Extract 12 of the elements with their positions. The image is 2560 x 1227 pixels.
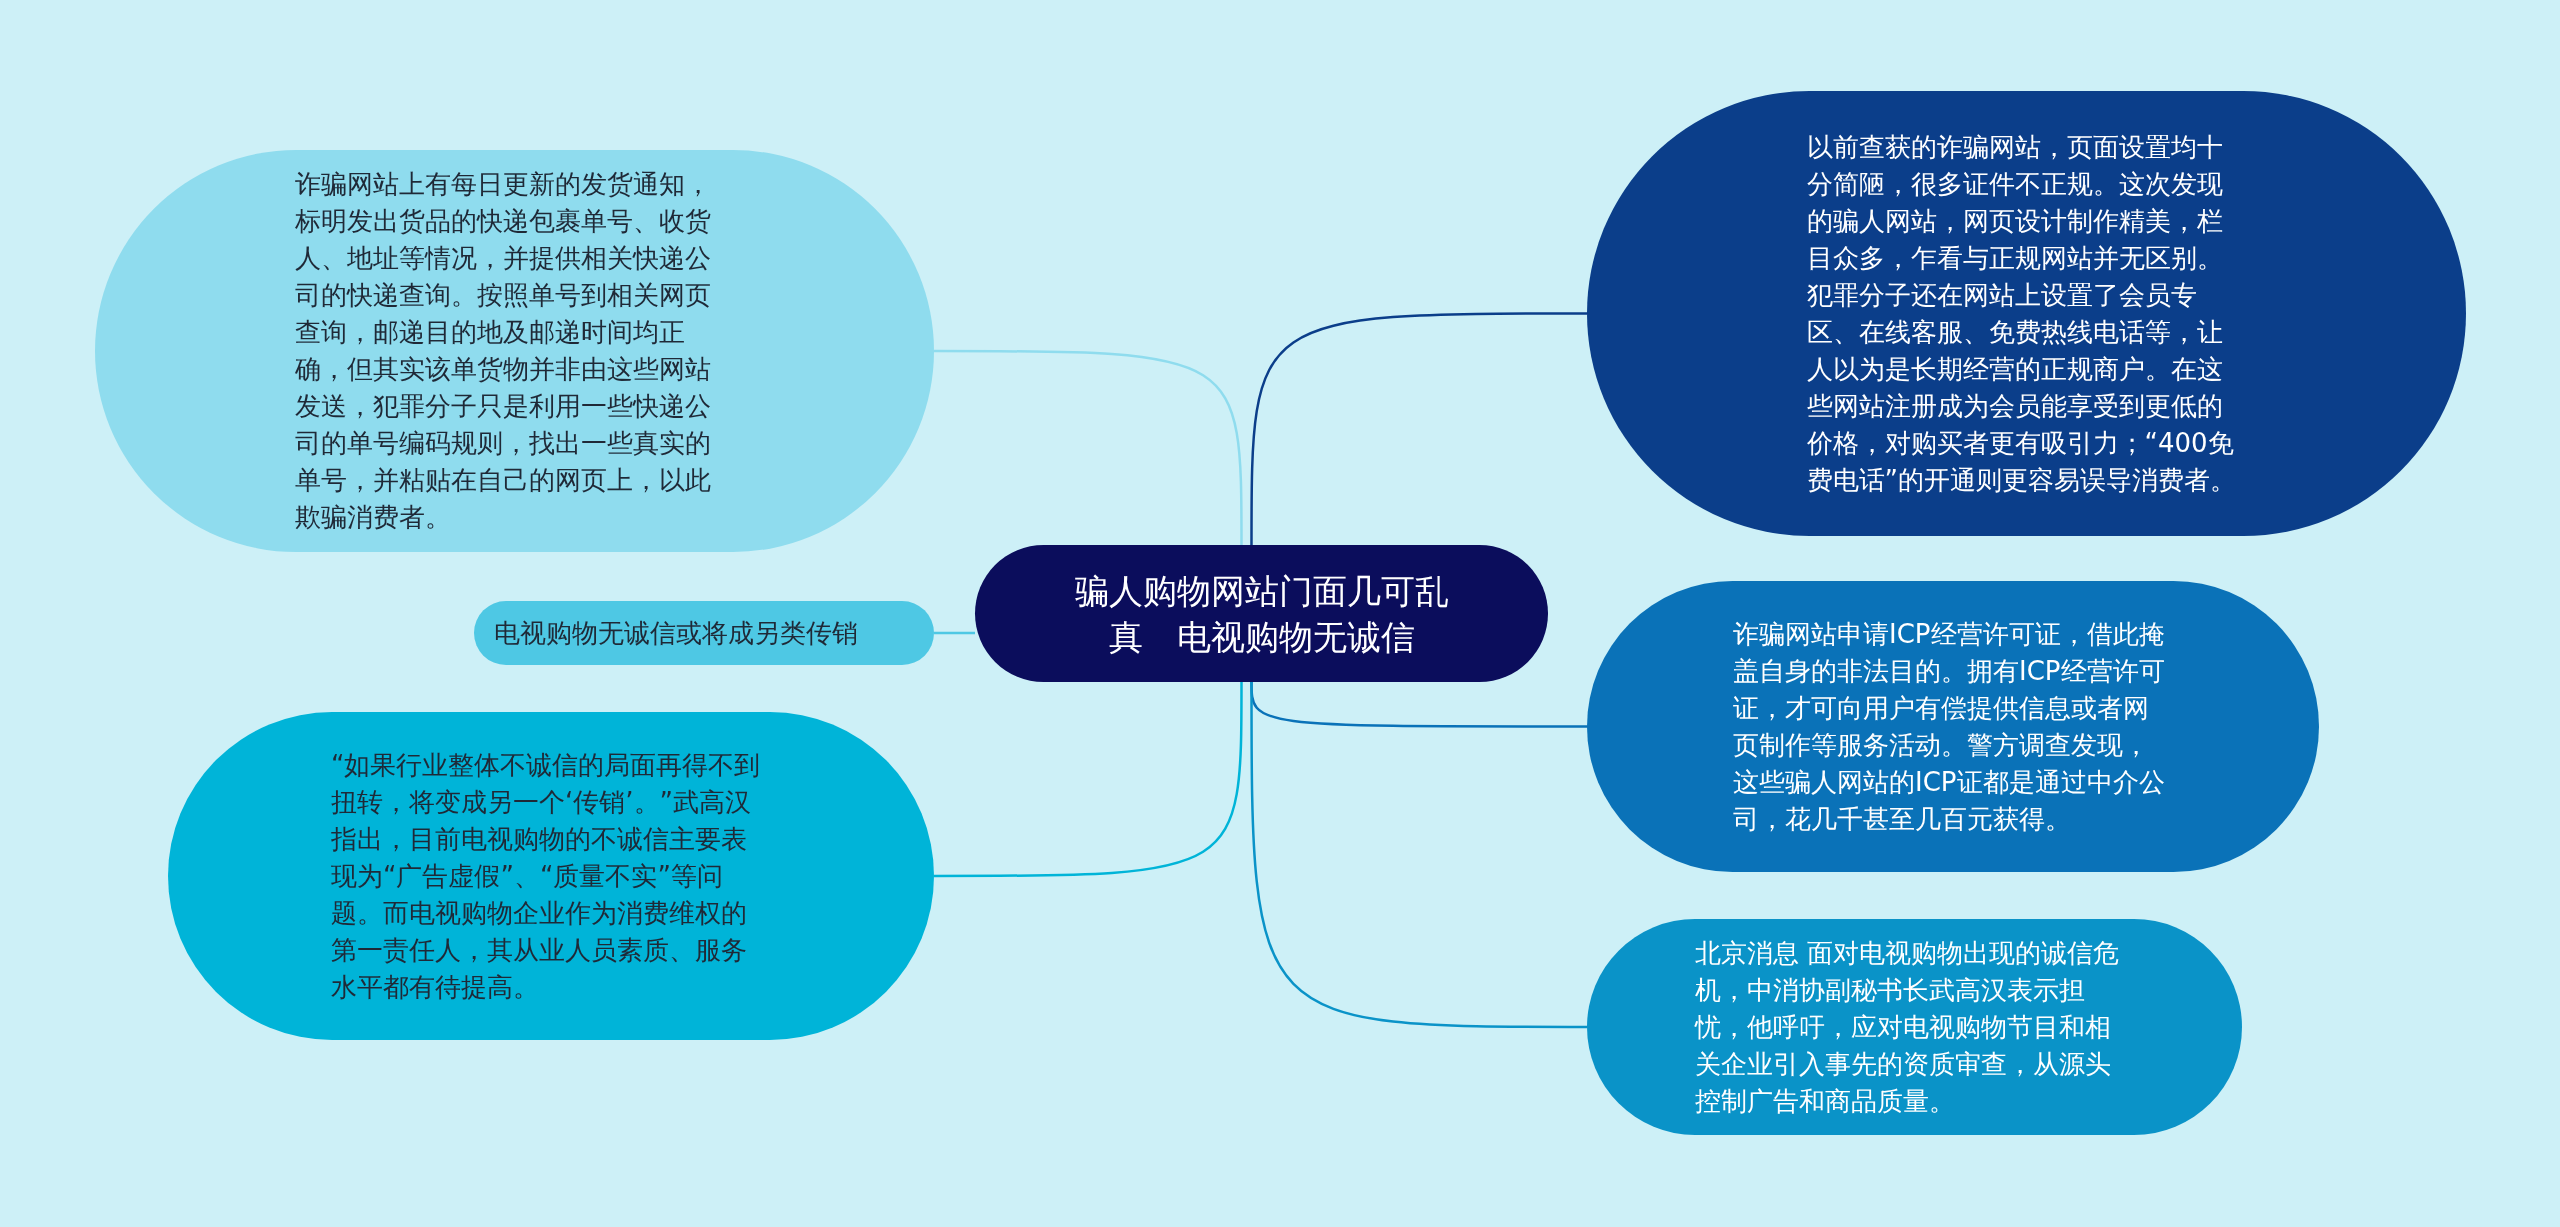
connector-line xyxy=(934,631,975,635)
connector-line xyxy=(1250,312,1587,545)
topic-text: 以前查获的诈骗网站，页面设置均十分简陋，很多证件不正规。这次发现的骗人网站，网页设计制作精美，栏目众多，乍看与正规网站并无区别。犯罪分子还在网站上设置了会员专区、在线客服、免费热线电话等，让人以为是长期经营的正规商户。在这些网站注册成为会员能享受到更低的价格，对购买者更有吸引力；“400免费电话”的开通则更容易误导消费者。 xyxy=(1806,130,2237,497)
topic-text: 北京消息 面对电视购物出现的诚信危机，中消协副秘书长武高汉表示担忧，他呼吁，应对电视购物节目和相关企业引入事先的资质审查，从源头控制广告和商品质量。 xyxy=(1694,936,2120,1118)
topic-title: 骗人购物网站门面几可乱真 电视购物无诚信 xyxy=(1073,569,1450,659)
connector-line xyxy=(1250,682,1587,1029)
topic-text: 诈骗网站申请ICP经营许可证，借此掩盖自身的非法目的。拥有ICP经营许可证，才可向用户有偿提供信息或者网页制作等服务活动。警方调查发现，这些骗人网站的ICP证都是通过中介公司，花几千甚至几百元获得。 xyxy=(1733,617,2166,836)
topic-text: “如果行业整体不诚信的局面再得不到扭转，将变成另一个‘传销’。”武高汉指出，目前电视购物的不诚信主要表现为“广告虚假”、“质量不实”等问题。而电视购物企业作为消费维权的第一责任人，其从业人员素质、服务水平都有待提高。 xyxy=(331,748,762,1004)
topic-text: 电视购物无诚信或将成另类传销 xyxy=(494,617,859,650)
connector-line xyxy=(934,349,1243,545)
connector-line xyxy=(934,682,1243,878)
topic-text: 诈骗网站上有每日更新的发货通知，标明发出货品的快递包裹单号、收货人、地址等情况，并提供相关快递公司的快递查询。按照单号到相关网页查询，邮递目的地及邮递时间均正确，但其实该单货物并非由这些网站发送，犯罪分子只是利用一些快递公司的单号编码规则，找出一些真实的单号，并粘贴在自己的网页上，以此欺骗消费者。 xyxy=(294,168,712,534)
